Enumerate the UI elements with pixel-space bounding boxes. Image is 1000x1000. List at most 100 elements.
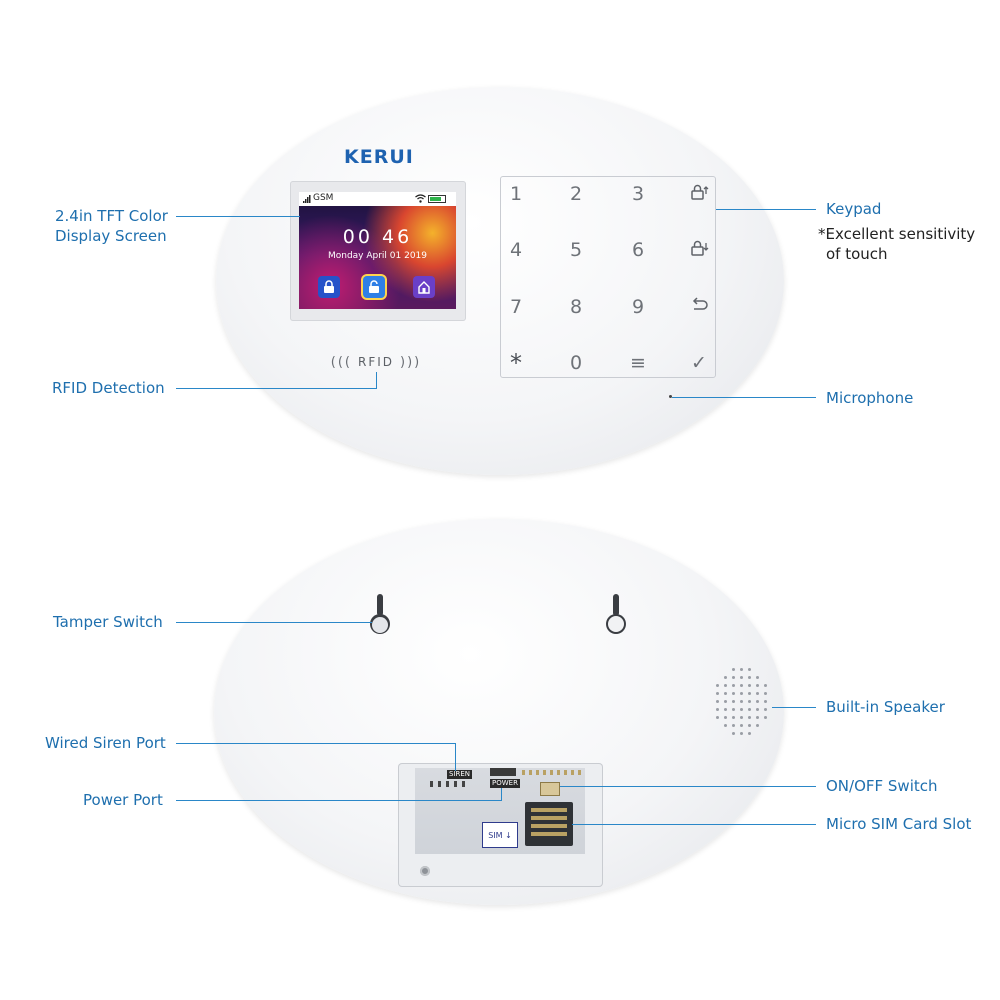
- key-star[interactable]: *: [510, 349, 522, 377]
- speaker-hole: [724, 692, 727, 695]
- speaker-hole: [740, 676, 743, 679]
- speaker-hole: [756, 708, 759, 711]
- key-1[interactable]: 1: [509, 183, 523, 205]
- speaker-hole: [732, 676, 735, 679]
- header-pins: [522, 770, 582, 775]
- speaker-grille: [716, 668, 772, 744]
- keypad-note-line1: *Excellent sensitivity: [818, 225, 976, 243]
- sim-contact: [531, 824, 567, 828]
- mounting-hole-right: [606, 594, 626, 634]
- battery-icon: [428, 195, 446, 203]
- wifi-icon: [415, 194, 426, 203]
- microphone-hole: [669, 395, 672, 398]
- label-sim-slot: Micro SIM Card Slot: [826, 815, 972, 833]
- keypad-note-line2: of touch: [826, 245, 888, 263]
- leader-speaker: [772, 707, 816, 708]
- rfid-wave-left-icon: (((: [330, 354, 352, 370]
- speaker-hole: [716, 684, 719, 687]
- label-speaker: Built-in Speaker: [826, 698, 945, 716]
- leader-keypad: [716, 209, 816, 210]
- touch-keypad: 1 2 3 4 5 6 7 8 9 * 0 ≡ ✓: [500, 176, 716, 378]
- leader-display: [176, 216, 300, 217]
- disarm-lock-icon[interactable]: [684, 238, 714, 262]
- speaker-hole: [716, 716, 719, 719]
- speaker-hole: [732, 708, 735, 711]
- speaker-hole: [764, 692, 767, 695]
- leader-power-port: [176, 800, 501, 801]
- speaker-hole: [732, 732, 735, 735]
- cover-screw: [420, 866, 430, 876]
- sim-sticker-text: SIM: [488, 830, 503, 840]
- speaker-hole: [748, 692, 751, 695]
- arm-lock-icon[interactable]: [684, 182, 714, 206]
- speaker-hole: [756, 676, 759, 679]
- speaker-hole: [716, 692, 719, 695]
- speaker-hole: [756, 700, 759, 703]
- speaker-hole: [748, 676, 751, 679]
- speaker-hole: [732, 724, 735, 727]
- key-confirm[interactable]: ✓: [691, 352, 707, 374]
- disarm-screen-icon[interactable]: [363, 276, 385, 298]
- key-9[interactable]: 9: [631, 296, 645, 318]
- speaker-hole: [724, 724, 727, 727]
- speaker-hole: [740, 700, 743, 703]
- speaker-hole: [740, 668, 743, 671]
- signal-icon: [303, 195, 311, 203]
- leader-siren-port: [176, 743, 455, 744]
- speaker-hole: [724, 708, 727, 711]
- label-onoff: ON/OFF Switch: [826, 777, 938, 795]
- speaker-hole: [748, 732, 751, 735]
- speaker-hole: [724, 676, 727, 679]
- speaker-hole: [732, 684, 735, 687]
- clock-date: Monday April 01 2019: [327, 251, 428, 261]
- label-power-port: Power Port: [83, 791, 163, 809]
- power-silkscreen: POWER: [490, 779, 520, 788]
- leader-tamper: [176, 622, 372, 623]
- arm-screen-icon[interactable]: [318, 276, 340, 298]
- back-arrow-icon[interactable]: [684, 295, 714, 319]
- sim-card-slot[interactable]: [525, 802, 573, 846]
- speaker-hole: [748, 684, 751, 687]
- brand-logo: KERUI: [344, 146, 414, 168]
- label-keypad: Keypad: [826, 200, 882, 218]
- speaker-hole: [732, 668, 735, 671]
- leader-onoff: [560, 786, 816, 787]
- speaker-hole: [748, 668, 751, 671]
- key-3[interactable]: 3: [631, 183, 645, 205]
- key-6[interactable]: 6: [631, 239, 645, 261]
- speaker-hole: [716, 700, 719, 703]
- speaker-hole: [756, 724, 759, 727]
- sim-contact: [531, 808, 567, 812]
- siren-port-pins[interactable]: [430, 781, 470, 787]
- sim-direction-sticker: SIM ↓: [482, 822, 518, 848]
- leader-sim-slot: [572, 824, 816, 825]
- rfid-wave-right-icon: ))): [400, 354, 422, 370]
- leader-siren-vertical: [455, 743, 456, 771]
- speaker-hole: [724, 716, 727, 719]
- key-0[interactable]: 0: [569, 352, 583, 374]
- siren-silkscreen: SIREN: [447, 770, 473, 779]
- status-bar: GSM: [299, 192, 456, 206]
- onoff-switch[interactable]: [540, 782, 560, 796]
- key-menu[interactable]: ≡: [630, 352, 646, 374]
- speaker-hole: [740, 708, 743, 711]
- label-tamper: Tamper Switch: [53, 613, 163, 631]
- label-display-line1: 2.4in TFT Color: [55, 207, 168, 225]
- tft-display-screen: GSM 00 46 Monday April 01 2019: [299, 192, 456, 309]
- rfid-reader[interactable]: ((( RFID ))): [330, 350, 422, 374]
- speaker-hole: [732, 716, 735, 719]
- label-siren-port: Wired Siren Port: [45, 734, 166, 752]
- key-5[interactable]: 5: [569, 239, 583, 261]
- speaker-hole: [740, 732, 743, 735]
- key-4[interactable]: 4: [509, 239, 523, 261]
- key-7[interactable]: 7: [509, 296, 523, 318]
- home-arm-screen-icon[interactable]: [413, 276, 435, 298]
- speaker-hole: [748, 724, 751, 727]
- key-2[interactable]: 2: [569, 183, 583, 205]
- speaker-hole: [756, 684, 759, 687]
- power-port-connector[interactable]: [490, 768, 516, 776]
- label-rfid: RFID Detection: [52, 379, 165, 397]
- sim-contact: [531, 816, 567, 820]
- key-8[interactable]: 8: [569, 296, 583, 318]
- speaker-hole: [764, 684, 767, 687]
